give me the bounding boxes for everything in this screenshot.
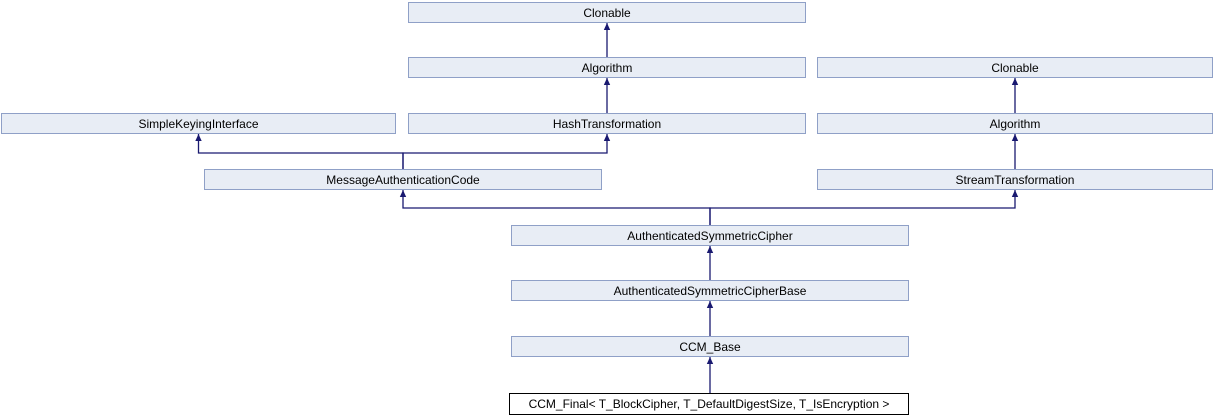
arrowhead-icon (1011, 134, 1019, 141)
node-ccm-final: CCM_Final< T_BlockCipher, T_DefaultDiges… (509, 393, 909, 415)
node-label: Algorithm (581, 60, 633, 75)
node-hash-transformation[interactable]: HashTransformation (408, 113, 806, 134)
node-stream-transformation[interactable]: StreamTransformation (817, 169, 1213, 190)
arrowhead-icon (603, 78, 611, 85)
node-clonable-top[interactable]: Clonable (408, 2, 806, 23)
node-message-authentication-code[interactable]: MessageAuthenticationCode (204, 169, 602, 190)
node-ccm-base[interactable]: CCM_Base (511, 336, 909, 357)
node-label: Clonable (583, 5, 631, 20)
node-clonable-right[interactable]: Clonable (817, 57, 1213, 78)
inheritance-edge-authenticated-symmetric-cipher-to-stream-transformation (709, 190, 1016, 225)
arrowhead-icon (1011, 190, 1019, 197)
inheritance-edge-message-authentication-code-to-simple-keying-interface (197, 134, 404, 169)
node-label: CCM_Final< T_BlockCipher, T_DefaultDiges… (528, 397, 890, 411)
node-label: AuthenticatedSymmetricCipherBase (613, 283, 807, 298)
node-algorithm-mid[interactable]: Algorithm (408, 57, 806, 78)
node-authenticated-symmetric-cipher[interactable]: AuthenticatedSymmetricCipher (511, 225, 909, 246)
node-label: AuthenticatedSymmetricCipher (627, 228, 793, 243)
node-simple-keying-interface[interactable]: SimpleKeyingInterface (1, 113, 396, 134)
arrowhead-icon (603, 23, 611, 30)
node-label: StreamTransformation (955, 172, 1075, 187)
node-label: Clonable (991, 60, 1039, 75)
arrowhead-icon (706, 301, 714, 308)
node-label: SimpleKeyingInterface (138, 116, 259, 131)
node-label: MessageAuthenticationCode (326, 172, 480, 187)
node-label: Algorithm (989, 116, 1041, 131)
arrowhead-icon (603, 134, 611, 141)
node-label: HashTransformation (552, 116, 662, 131)
arrowhead-icon (1011, 78, 1019, 85)
arrowhead-icon (706, 246, 714, 253)
inheritance-edge-message-authentication-code-to-hash-transformation (402, 134, 608, 169)
inheritance-edge-authenticated-symmetric-cipher-to-message-authentication-code (402, 190, 711, 225)
arrowhead-icon (399, 190, 407, 197)
arrowhead-icon (195, 134, 202, 141)
node-label: CCM_Base (679, 339, 741, 354)
node-authenticated-symmetric-cipher-base[interactable]: AuthenticatedSymmetricCipherBase (511, 280, 909, 301)
arrowhead-icon (706, 357, 714, 364)
node-algorithm-right[interactable]: Algorithm (817, 113, 1213, 134)
